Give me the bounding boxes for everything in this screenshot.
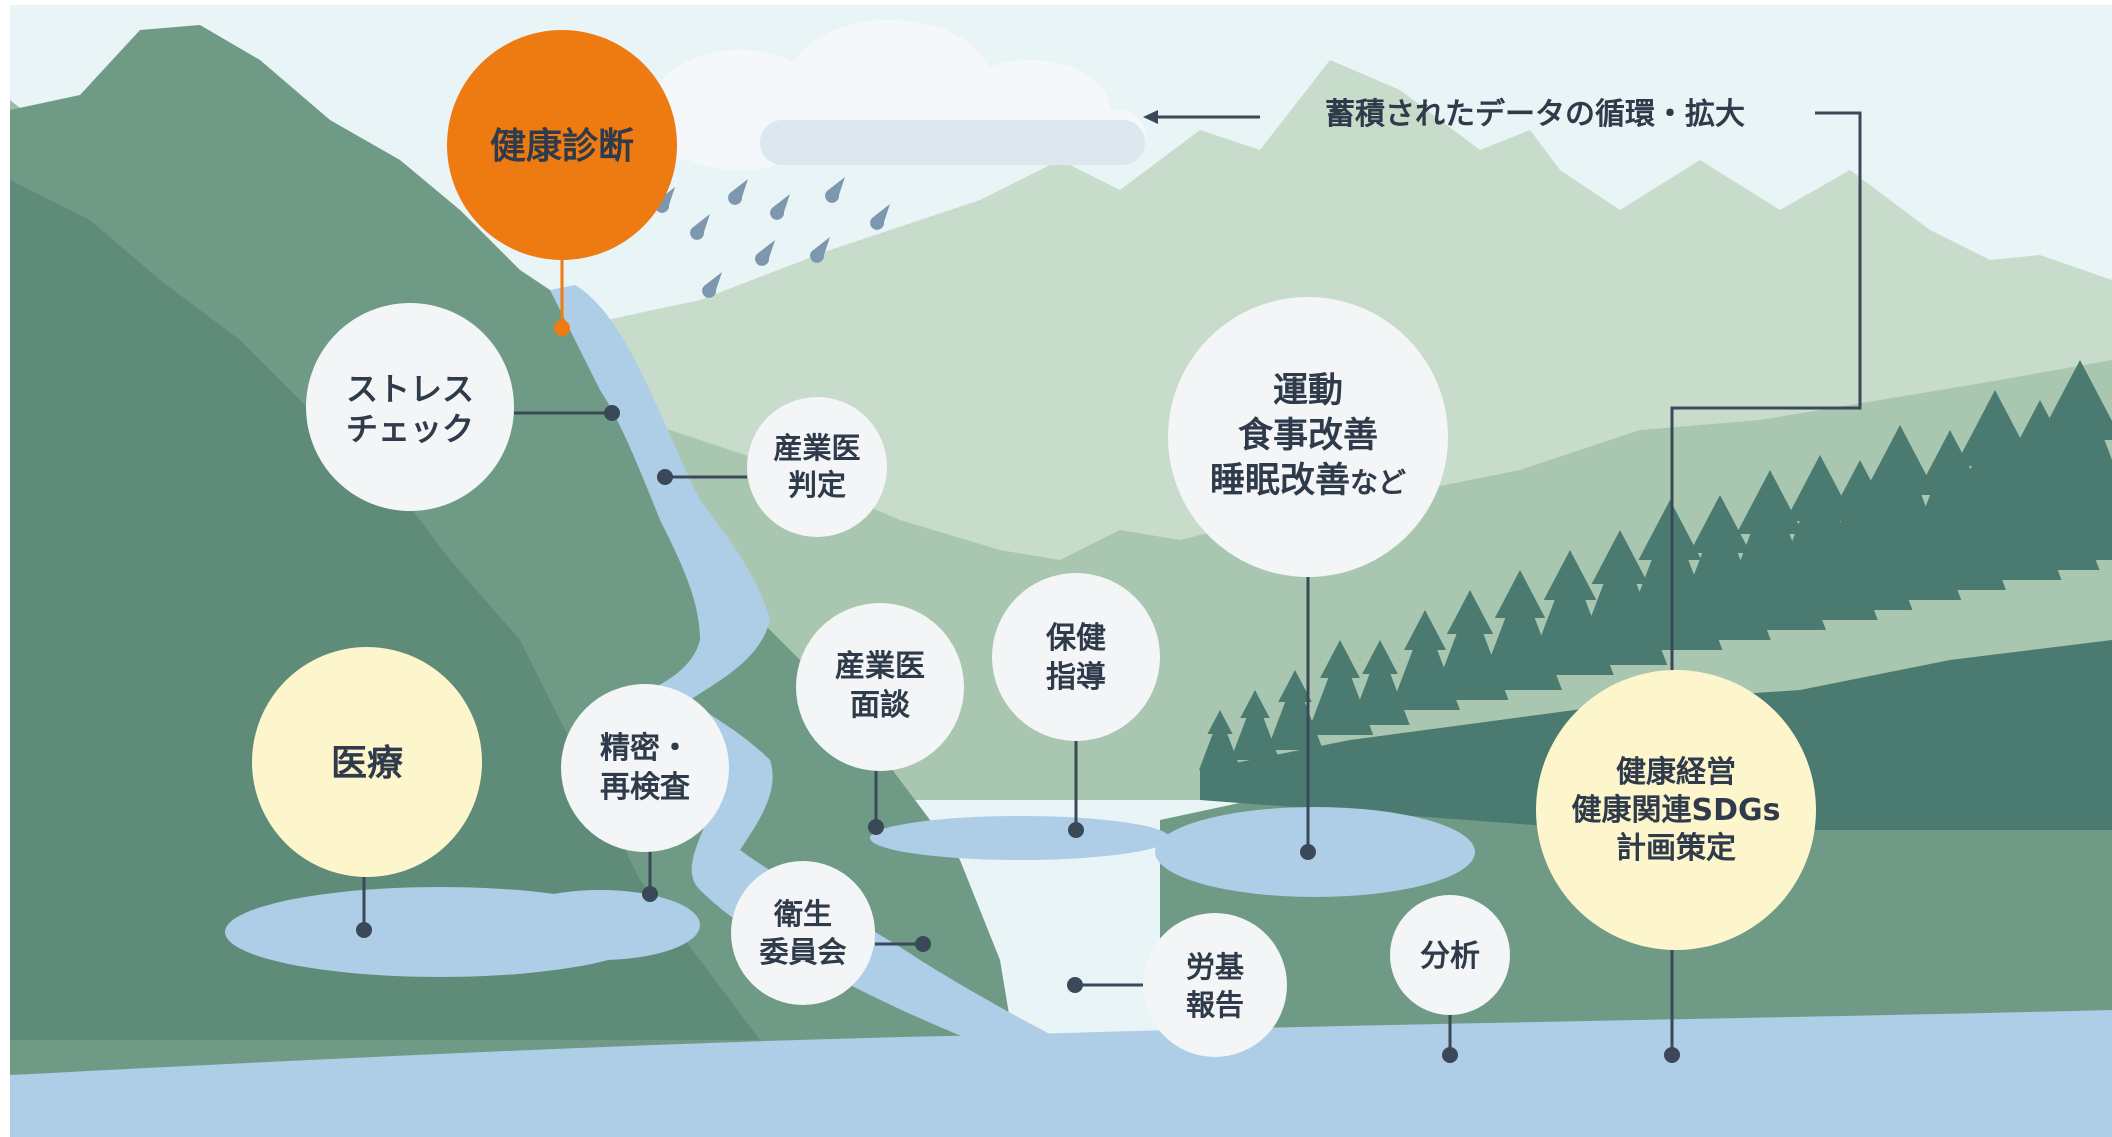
pine-tree [1230, 690, 1280, 760]
rain-drop [702, 272, 722, 298]
left-mountain-shadow [10, 180, 760, 1040]
connector-dot [1442, 1047, 1458, 1063]
node-connectors [356, 260, 1680, 1063]
feedback-label: 蓄積されたデータの循環・拡大 [1325, 97, 1745, 132]
connector-dot [642, 886, 658, 902]
feedback-connector [1143, 110, 1862, 690]
node-health-guidance: 保健 指導 [992, 573, 1160, 741]
rain-drop [825, 177, 845, 203]
connector-dot [1300, 844, 1316, 860]
rain-drops [655, 177, 890, 298]
svg-text:報告: 報告 [1186, 988, 1244, 1022]
forest [1199, 360, 2112, 770]
bottom-water [10, 1010, 2112, 1137]
node-occupational-doctor-interview: 産業医 面談 [796, 603, 964, 771]
connector-dot [554, 320, 570, 336]
svg-text:労基: 労基 [1186, 950, 1245, 984]
node-analysis: 分析 [1390, 895, 1510, 1015]
rain-drop [755, 240, 775, 266]
pine-tree [1199, 710, 1241, 770]
pine-tree [2010, 360, 2112, 560]
connector-dot [657, 469, 673, 485]
svg-text:面談: 面談 [850, 688, 911, 723]
svg-text:衛生: 衛生 [773, 897, 832, 931]
connector-dot [1068, 822, 1084, 838]
svg-text:産業医: 産業医 [773, 431, 860, 465]
svg-text:精密・: 精密・ [600, 731, 690, 766]
rain-drop [690, 214, 710, 240]
node-occupational-doctor-judgment: 産業医 判定 [747, 397, 887, 537]
svg-text:運動: 運動 [1273, 371, 1343, 411]
connector-dot [1664, 1047, 1680, 1063]
river [550, 285, 1140, 1080]
rain-drop [655, 187, 675, 213]
svg-text:食事改善: 食事改善 [1238, 415, 1378, 456]
lifestyle-suffix: など [1350, 466, 1406, 499]
rain-drop [870, 204, 890, 230]
node-reexamination: 精密・ 再検査 [561, 684, 729, 852]
connector-dot [868, 819, 884, 835]
rain-drop [770, 194, 790, 220]
svg-text:委員会: 委員会 [759, 935, 846, 969]
node-health-checkup: 健康診断 [447, 30, 677, 260]
node-labor-report: 労基 報告 [1143, 913, 1287, 1057]
arrow-left-icon [1143, 110, 1158, 124]
connector-dot [356, 922, 372, 938]
svg-text:産業医: 産業医 [835, 649, 925, 684]
lake-center [870, 816, 1170, 860]
lake-left-2 [500, 890, 700, 960]
connector-dot [604, 405, 620, 421]
lifestyle-last-line: 睡眠改善 [1210, 461, 1350, 501]
rain-drop [728, 179, 748, 205]
cloud [650, 20, 1145, 170]
rain-drop [810, 237, 830, 263]
node-stress-check: ストレス チェック [306, 303, 514, 511]
svg-text:再検査: 再検査 [600, 770, 690, 805]
connector-dot [1067, 977, 1083, 993]
connector-dot [915, 936, 931, 952]
svg-text:保健: 保健 [1046, 621, 1106, 656]
svg-text:健康診断: 健康診断 [490, 125, 634, 167]
node-lifestyle: 運動 食事改善 睡眠改善など [1168, 297, 1448, 577]
svg-text:睡眠改善など: 睡眠改善など [1210, 461, 1406, 501]
node-medical-care: 医療 [252, 647, 482, 877]
svg-text:ストレス: ストレス [346, 370, 474, 408]
svg-text:計画策定: 計画策定 [1616, 831, 1736, 866]
svg-text:医療: 医療 [331, 743, 403, 784]
svg-text:判定: 判定 [788, 468, 846, 502]
svg-text:健康関連SDGs: 健康関連SDGs [1572, 793, 1781, 828]
node-health-management: 健康経営 健康関連SDGs 計画策定 [1536, 670, 1816, 950]
svg-text:チェック: チェック [346, 410, 474, 448]
node-health-committee: 衛生 委員会 [731, 861, 875, 1005]
svg-text:分析: 分析 [1420, 939, 1480, 974]
svg-text:健康経営: 健康経営 [1616, 755, 1736, 790]
svg-text:指導: 指導 [1046, 660, 1106, 695]
